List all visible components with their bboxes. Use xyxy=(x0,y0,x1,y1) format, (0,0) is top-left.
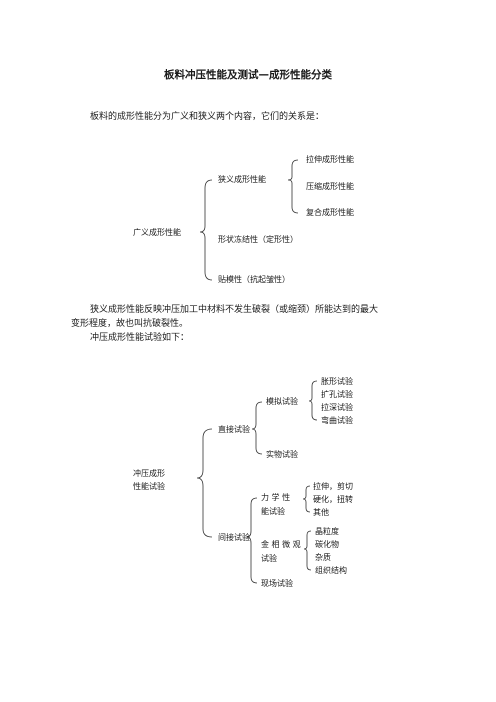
intro-paragraph: 板料的成形性能分为广义和狭义两个内容，它们的关系是： xyxy=(90,112,325,122)
tree1-adhesion: 贴模性（抗起皱性） xyxy=(218,275,290,284)
tree2-mechanical-child: 其他 xyxy=(313,508,329,517)
tree2-mechanical-child: 硬化，扭转 xyxy=(313,495,353,504)
tree2-mechanical: 能试验 xyxy=(261,507,285,516)
tree1-shape-fix: 形状冻结性（定形性） xyxy=(218,235,298,244)
tree2-simulation-child: 弯曲试验 xyxy=(321,416,353,425)
tree2-root: 冲压成形 xyxy=(133,469,165,478)
tree2-mechanical-child: 拉伸，剪切 xyxy=(313,482,353,491)
brace-tree2-root xyxy=(196,428,213,538)
tree2-metallographic-child: 组织结构 xyxy=(315,566,347,575)
brace-tree2-direct xyxy=(251,401,263,455)
tree2-physical: 实物试验 xyxy=(266,450,298,459)
tree2-simulation: 模拟试验 xyxy=(266,397,298,406)
tree1-narrow-child: 复合成形性能 xyxy=(306,208,354,217)
brace-tree2-metallographic xyxy=(303,530,312,571)
tree2-simulation-child: 扩孔试验 xyxy=(321,390,353,399)
tree1-narrow-child: 拉伸成形性能 xyxy=(306,155,354,164)
tree2-simulation-child: 拉深试验 xyxy=(321,403,353,412)
brace-tree1-root xyxy=(199,179,213,281)
page-title: 板料冲压性能及测试—成形性能分类 xyxy=(164,69,332,81)
narrow-definition-line1: 狭义成形性能反映冲压加工中材料不发生破裂（或缩颈）所能达到的最大 xyxy=(90,305,379,315)
tree2-simulation-child: 胀形试验 xyxy=(321,377,353,386)
tree2-metallographic-child: 晶粒度 xyxy=(315,527,339,536)
tree2-metallographic: 试验 xyxy=(261,554,277,563)
tree2-metallographic-child: 碳化物 xyxy=(315,540,339,549)
brace-tree2-indirect xyxy=(246,497,258,584)
tree2-mechanical: 力 学 性 xyxy=(261,493,291,502)
tree2-field: 现场试验 xyxy=(261,579,293,588)
tree1-narrow: 狭义成形性能 xyxy=(218,175,266,184)
tree2-metallographic-child: 杂质 xyxy=(315,553,331,562)
brace-tree2-mechanical xyxy=(302,485,311,513)
brace-tree1-narrow xyxy=(287,159,299,214)
tree2-indirect: 间接试验 xyxy=(218,533,250,542)
tree2-direct: 直接试验 xyxy=(218,425,250,434)
brace-tree2-simulation xyxy=(308,380,318,421)
narrow-definition-line2: 变形程度，故也叫抗破裂性。 xyxy=(71,319,189,329)
tree2-root: 性能试验 xyxy=(133,482,165,491)
tree1-root: 广义成形性能 xyxy=(133,228,181,237)
test-intro-paragraph: 冲压成形性能试验如下： xyxy=(90,333,190,343)
tree2-metallographic: 金 相 微 观 xyxy=(261,540,301,549)
tree1-narrow-child: 压缩成形性能 xyxy=(306,182,354,191)
